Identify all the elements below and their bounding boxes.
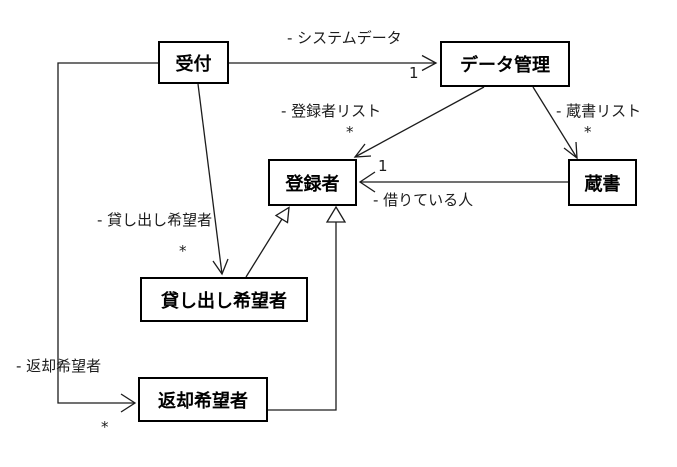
edge-datamanagement-to-book bbox=[532, 86, 578, 160]
open-arrowhead-icon bbox=[120, 393, 137, 413]
generalization-returnapplicant-to-registrant bbox=[268, 205, 347, 411]
edge-datamanagement-to-registrant bbox=[353, 86, 485, 158]
edge-reception-to-returnapplicant bbox=[57, 62, 158, 413]
class-box-return-applicant[interactable]: 返却希望者 bbox=[138, 377, 268, 422]
class-label-book: 蔵書 bbox=[584, 173, 621, 195]
class-box-book[interactable]: 蔵書 bbox=[568, 159, 637, 206]
edge-reception-to-loanapplicant bbox=[197, 83, 229, 276]
open-arrowhead-icon bbox=[212, 258, 229, 276]
class-label-data-management: データ管理 bbox=[460, 55, 550, 76]
open-arrowhead-icon bbox=[353, 143, 372, 158]
edge-label-book-list: - 蔵書リスト bbox=[556, 102, 642, 120]
edge-label-return-applicant: - 返却希望者 bbox=[16, 357, 102, 375]
class-box-loan-applicant[interactable]: 貸し出し希望者 bbox=[140, 277, 308, 322]
hollow-triangle-icon bbox=[274, 206, 290, 224]
class-label-return-applicant: 返却希望者 bbox=[158, 390, 248, 412]
open-arrowhead-icon bbox=[421, 54, 438, 72]
multiplicity-book-list: * bbox=[584, 123, 592, 141]
edge-reception-to-datamanagement bbox=[229, 54, 438, 72]
class-box-data-management[interactable]: データ管理 bbox=[440, 41, 570, 87]
multiplicity-loan-applicant: * bbox=[179, 242, 187, 260]
edge-book-to-registrant bbox=[358, 171, 568, 193]
multiplicity-registrant-list: * bbox=[346, 123, 354, 141]
multiplicity-borrower: 1 bbox=[378, 157, 388, 175]
class-box-registrant[interactable]: 登録者 bbox=[268, 159, 357, 206]
open-arrowhead-icon bbox=[358, 171, 376, 193]
class-label-loan-applicant: 貸し出し希望者 bbox=[161, 290, 287, 312]
class-box-reception[interactable]: 受付 bbox=[158, 41, 229, 84]
open-arrowhead-icon bbox=[563, 141, 578, 160]
edge-label-system-data: - システムデータ bbox=[287, 29, 402, 47]
generalization-loanapplicant-to-registrant bbox=[245, 206, 290, 278]
edge-label-loan-applicant: - 貸し出し希望者 bbox=[97, 211, 213, 229]
class-label-registrant: 登録者 bbox=[285, 173, 340, 195]
multiplicity-system-data: 1 bbox=[409, 64, 419, 82]
multiplicity-return-applicant: * bbox=[101, 418, 109, 436]
edge-label-borrower: - 借りている人 bbox=[373, 191, 474, 209]
class-label-reception: 受付 bbox=[175, 53, 212, 75]
hollow-triangle-icon bbox=[325, 205, 347, 223]
edge-label-registrant-list: - 登録者リスト bbox=[281, 102, 382, 120]
